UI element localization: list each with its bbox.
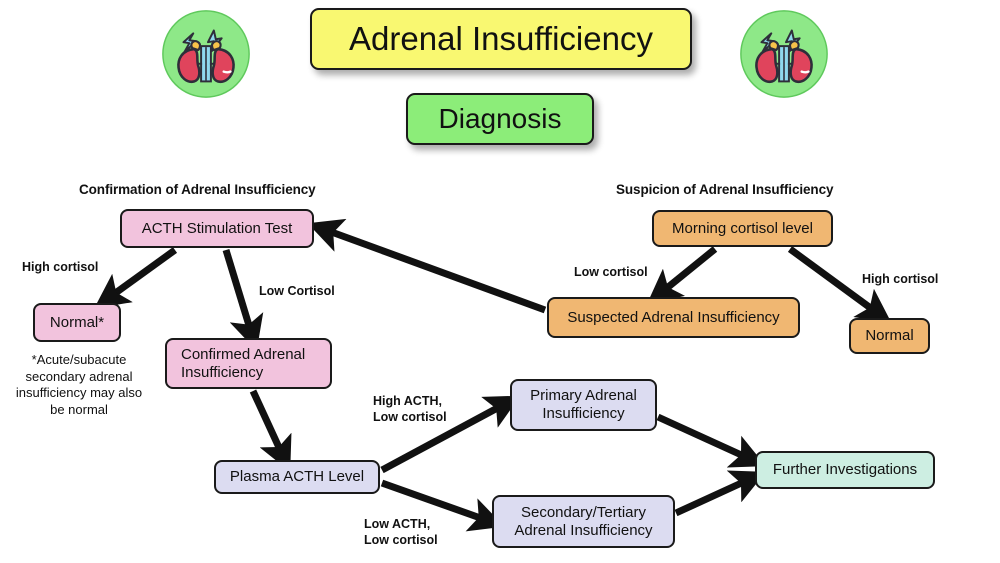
arrow-acthtest-to-confirmed <box>222 248 264 351</box>
node-confirmed-adrenal-insufficiency[interactable]: Confirmed Adrenal Insufficiency <box>165 338 332 389</box>
node-normal[interactable]: Normal <box>849 318 930 354</box>
arrow-morning-to-suspected <box>646 246 718 305</box>
edge-label-high-cortisol-left: High cortisol <box>22 260 99 274</box>
arrow-suspected-to-acth-test <box>307 218 547 314</box>
node-secondary-tertiary-adrenal-insufficiency[interactable]: Secondary/Tertiary Adrenal Insufficiency <box>492 495 675 548</box>
kidneys-adrenal-icon <box>162 10 250 98</box>
edge-label-high-acth-low-cortisol: High ACTH, Low cortisol <box>373 394 447 424</box>
node-normal-star[interactable]: Normal* <box>33 303 121 342</box>
arrow-confirmed-to-plasma <box>249 389 292 472</box>
arrow-plasma-to-secondary <box>380 479 505 532</box>
node-suspected-adrenal-insufficiency[interactable]: Suspected Adrenal Insufficiency <box>547 297 800 338</box>
edge-label-high-cortisol-right: High cortisol <box>862 272 939 286</box>
footnote-text: *Acute/subacute secondary adrenal insuff… <box>15 352 143 417</box>
node-plasma-acth-level[interactable]: Plasma ACTH Level <box>214 460 380 494</box>
page-subtitle: Diagnosis <box>406 93 594 145</box>
arrow-secondary-to-further <box>674 470 766 517</box>
edge-label-low-cortisol-left: Low Cortisol <box>259 284 335 298</box>
page-title: Adrenal Insufficiency <box>310 8 692 70</box>
arrow-primary-to-further <box>656 413 766 468</box>
kidneys-adrenal-icon <box>740 10 828 98</box>
node-further-investigations[interactable]: Further Investigations <box>755 451 935 489</box>
node-morning-cortisol-level[interactable]: Morning cortisol level <box>652 210 833 247</box>
section-heading-confirmation: Confirmation of Adrenal Insufficiency <box>79 182 316 197</box>
arrow-acthtest-to-normal-star <box>94 247 178 309</box>
section-heading-suspicion: Suspicion of Adrenal Insufficiency <box>616 182 834 197</box>
edge-label-low-acth-low-cortisol: Low ACTH, Low cortisol <box>364 517 438 547</box>
node-primary-adrenal-insufficiency[interactable]: Primary Adrenal Insufficiency <box>510 379 657 431</box>
edge-label-low-cortisol-right: Low cortisol <box>574 265 648 279</box>
node-acth-stimulation-test[interactable]: ACTH Stimulation Test <box>120 209 314 248</box>
